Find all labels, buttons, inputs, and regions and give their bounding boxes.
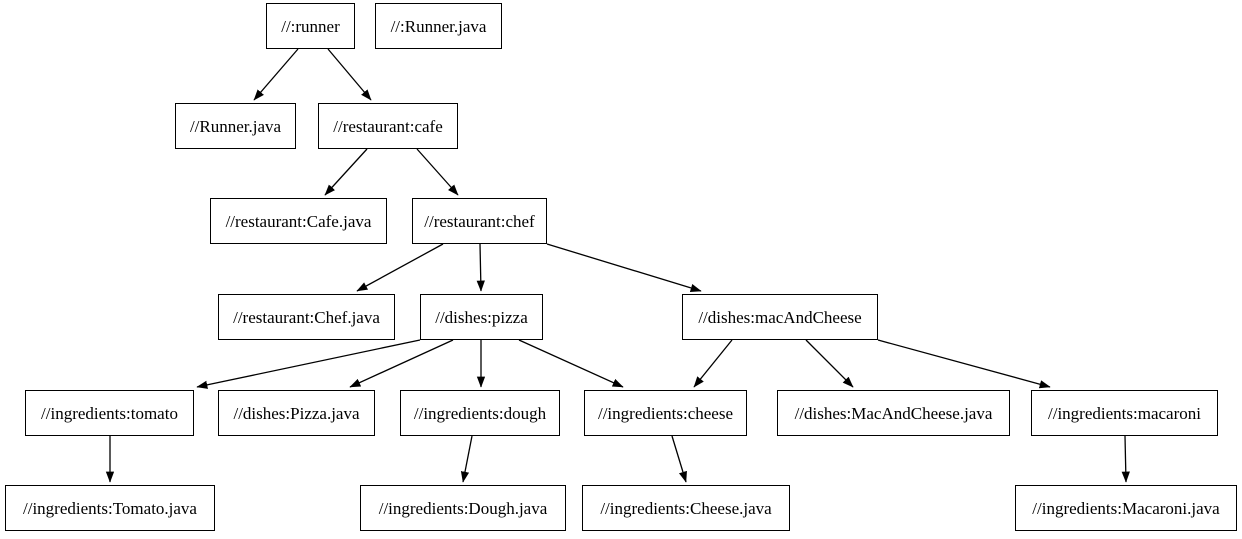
graph-node-label: //restaurant:Chef.java: [233, 307, 380, 327]
graph-node-label: //restaurant:chef: [424, 211, 535, 231]
graph-node-restaurant_cafe_java[interactable]: //restaurant:Cafe.java: [210, 198, 387, 244]
graph-node-runner_java[interactable]: //Runner.java: [175, 103, 296, 149]
graph-node-label: //ingredients:Macaroni.java: [1032, 498, 1220, 518]
graph-node-ing_cheese_java[interactable]: //ingredients:Cheese.java: [582, 485, 790, 531]
graph-node-dishes_pizza[interactable]: //dishes:pizza: [420, 294, 543, 340]
graph-node-label: //ingredients:Dough.java: [378, 498, 548, 518]
graph-node-label: //restaurant:cafe: [333, 116, 443, 136]
graph-edge-ing_cheese-to-ing_cheese_java: [671, 435, 687, 483]
graph-edge-dishes_macandcheese-to-ing_cheese: [693, 339, 733, 388]
graph-node-ing_tomato[interactable]: //ingredients:tomato: [25, 390, 194, 436]
graph-edge-restaurant_chef-to-dishes_macandcheese: [546, 243, 702, 292]
graph-node-label: //dishes:MacAndCheese.java: [794, 403, 993, 423]
graph-edge-dishes_pizza-to-ing_cheese: [518, 339, 624, 388]
graph-node-root_runner_java[interactable]: //:Runner.java: [375, 3, 502, 49]
graph-node-ing_macaroni_java[interactable]: //ingredients:Macaroni.java: [1015, 485, 1237, 531]
graph-node-restaurant_chef[interactable]: //restaurant:chef: [412, 198, 547, 244]
graph-node-label: //:runner: [281, 16, 340, 36]
graph-edge-restaurant_cafe-to-restaurant_cafe_java: [324, 148, 368, 196]
graph-node-dishes_mac_java[interactable]: //dishes:MacAndCheese.java: [777, 390, 1010, 436]
graph-edge-ing_dough-to-ing_dough_java: [460, 435, 473, 483]
graph-edge-dishes_macandcheese-to-ing_macaroni: [877, 339, 1051, 389]
graph-node-dishes_macandcheese[interactable]: //dishes:macAndCheese: [682, 294, 878, 340]
graph-node-label: //ingredients:Tomato.java: [23, 498, 197, 518]
graph-node-label: //ingredients:Cheese.java: [600, 498, 772, 518]
graph-node-label: //dishes:pizza: [435, 307, 528, 327]
graph-node-dishes_pizza_java[interactable]: //dishes:Pizza.java: [218, 390, 375, 436]
graph-edge-dishes_macandcheese-to-dishes_mac_java: [805, 339, 854, 388]
graph-node-label: //ingredients:dough: [413, 403, 547, 423]
graph-edge-ing_macaroni-to-ing_macaroni_java: [1121, 435, 1130, 483]
graph-edge-runner-to-restaurant_cafe: [327, 48, 372, 101]
graph-node-ing_dough[interactable]: //ingredients:dough: [400, 390, 560, 436]
graph-edge-dishes_pizza-to-ing_tomato: [196, 339, 421, 389]
graph-edge-restaurant_chef-to-restaurant_chef_java: [356, 243, 444, 292]
graph-edge-restaurant_cafe-to-restaurant_chef: [416, 148, 459, 196]
graph-node-label: //dishes:macAndCheese: [698, 307, 862, 327]
graph-node-runner[interactable]: //:runner: [266, 3, 355, 49]
graph-node-label: //restaurant:Cafe.java: [225, 211, 372, 231]
graph-node-label: //ingredients:cheese: [597, 403, 733, 423]
graph-node-restaurant_chef_java[interactable]: //restaurant:Chef.java: [218, 294, 395, 340]
graph-edge-restaurant_chef-to-dishes_pizza: [476, 243, 485, 292]
graph-node-restaurant_cafe[interactable]: //restaurant:cafe: [318, 103, 458, 149]
graph-node-ing_macaroni[interactable]: //ingredients:macaroni: [1031, 390, 1218, 436]
graph-edge-runner-to-runner_java: [253, 48, 299, 101]
graph-node-ing_dough_java[interactable]: //ingredients:Dough.java: [360, 485, 566, 531]
graph-node-ing_tomato_java[interactable]: //ingredients:Tomato.java: [5, 485, 215, 531]
graph-edge-dishes_pizza-to-dishes_pizza_java: [349, 339, 454, 388]
graph-node-label: //dishes:Pizza.java: [233, 403, 360, 423]
graph-node-label: //:Runner.java: [390, 16, 487, 36]
graph-node-label: //Runner.java: [189, 116, 282, 136]
graph-node-label: //ingredients:macaroni: [1048, 403, 1201, 423]
graph-node-ing_cheese[interactable]: //ingredients:cheese: [584, 390, 747, 436]
graph-node-label: //ingredients:tomato: [41, 403, 178, 423]
